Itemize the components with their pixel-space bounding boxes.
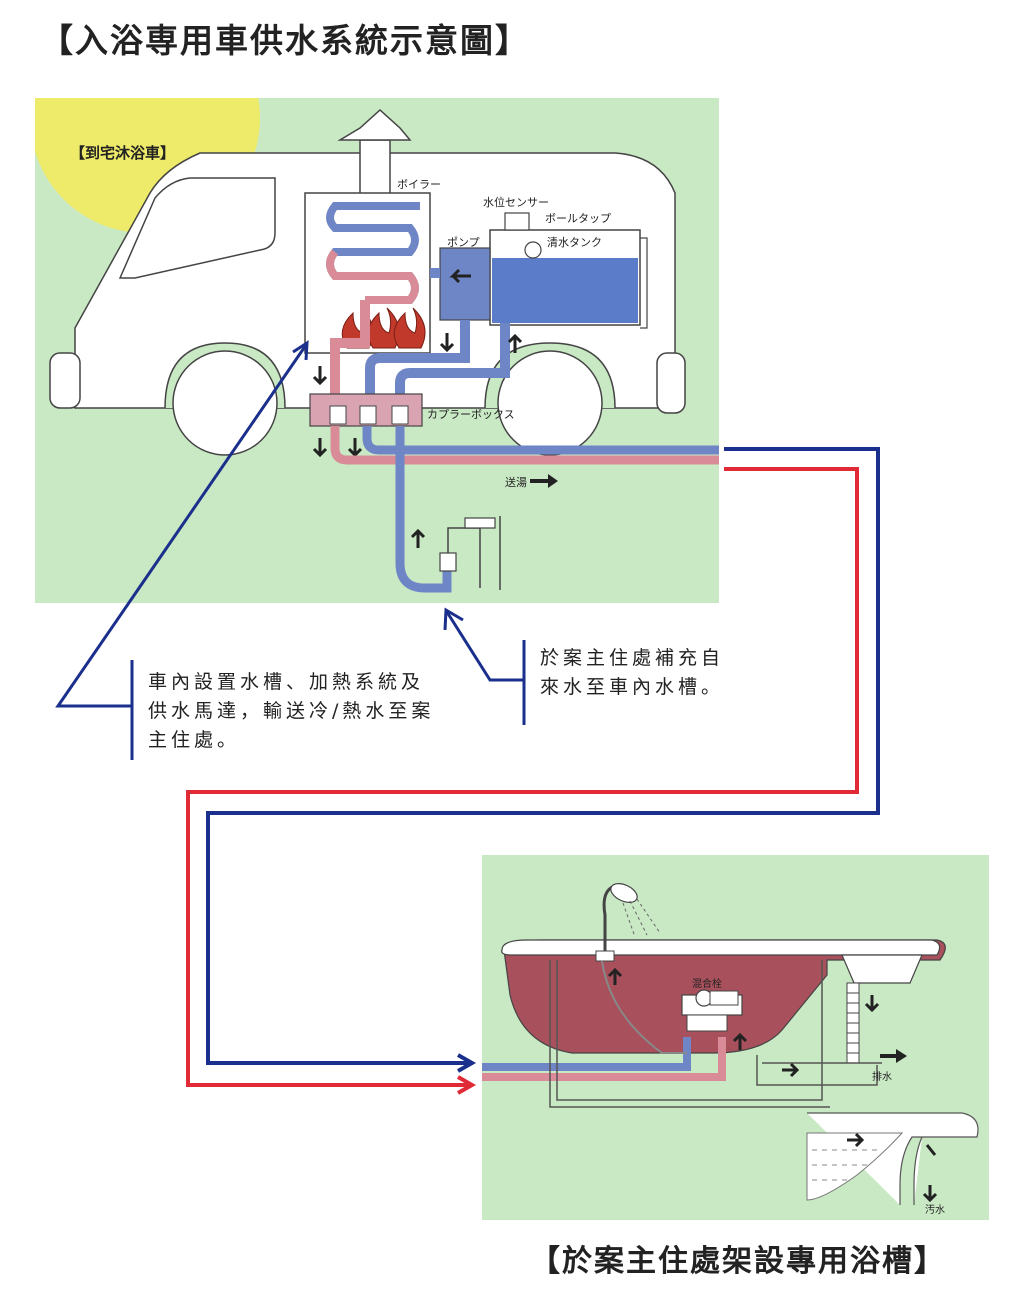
water-level-sensor bbox=[504, 212, 530, 231]
home-note: 於案主住處補充自來水至車內水槽。 bbox=[540, 647, 725, 698]
label-water-level-sensor: 水位センサー bbox=[483, 195, 549, 209]
rear-wheel bbox=[497, 350, 603, 456]
label-ball-tap: ボールタップ bbox=[545, 212, 611, 225]
cold-line-arrowhead bbox=[457, 1053, 477, 1073]
pump bbox=[439, 247, 491, 321]
bathtub-rim bbox=[501, 939, 941, 956]
truck-window bbox=[118, 177, 276, 279]
tank-water bbox=[492, 258, 638, 323]
bath-diagram-panel: 混合栓 排水 汚水 bbox=[482, 855, 989, 1220]
truck-bumper-rear bbox=[656, 352, 686, 414]
label-hot-water-supply: 送湯 bbox=[505, 475, 527, 489]
label-waste-water: 汚水 bbox=[925, 1203, 945, 1216]
truck-bumper-front bbox=[49, 352, 81, 409]
home-faucet bbox=[439, 552, 457, 572]
pipe-pump-to-coupler bbox=[365, 320, 470, 398]
label-mixing-faucet: 混合栓 bbox=[692, 977, 722, 990]
page-title: 【入浴専用車供水系統示意圖】 bbox=[40, 21, 530, 60]
label-boiler: ボイラー bbox=[397, 178, 441, 191]
label-pump: ポンプ bbox=[447, 236, 480, 249]
bottom-title: 【於案主住處架設專用浴槽】 bbox=[530, 1244, 946, 1279]
front-wheel bbox=[172, 350, 278, 456]
truck-note: 車內設置水槽、加熱系統及供水馬達，輸送冷/熱水至案主住處。 bbox=[148, 671, 435, 751]
truck-diagram-panel: ボイラー 水位センサー ボールタップ ポンプ 清水タンク カプラーボックス 送湯… bbox=[35, 98, 719, 603]
pipe-boiler-to-coupler bbox=[330, 300, 370, 398]
badge-label: 【到宅沐浴車】 bbox=[70, 144, 175, 162]
label-clean-water-tank: 清水タンク bbox=[547, 236, 602, 249]
label-coupler-box: カプラーボックス bbox=[427, 408, 515, 421]
boiler-chimney bbox=[359, 139, 391, 197]
ball-tap bbox=[524, 241, 542, 259]
boiler-coil-hot bbox=[326, 249, 419, 304]
home-note-pointer bbox=[445, 611, 524, 682]
hot-line-arrowhead bbox=[457, 1075, 477, 1095]
label-drain: 排水 bbox=[872, 1070, 892, 1083]
